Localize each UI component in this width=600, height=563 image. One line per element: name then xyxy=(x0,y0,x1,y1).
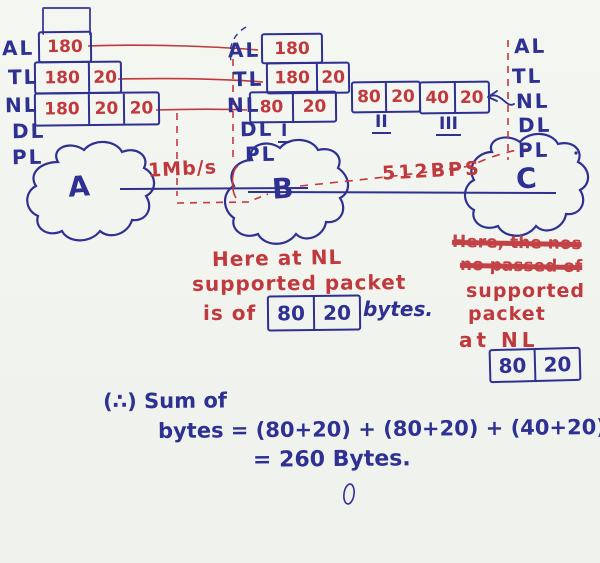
right-layer-al: AL xyxy=(513,33,547,59)
link-b-c-line xyxy=(247,191,557,194)
packet-cell: 80 xyxy=(276,301,306,326)
right-note-line-1: supported xyxy=(466,280,586,302)
packet-cell: 20 xyxy=(87,93,124,125)
packet-cell: 20 xyxy=(122,93,159,124)
packet-cell: 180 xyxy=(44,99,80,120)
packet-cell: 180 xyxy=(274,38,310,59)
left-layer-al: AL xyxy=(1,35,35,61)
packet-cell: 180 xyxy=(44,67,81,88)
stray-ink-loop xyxy=(343,483,355,505)
nl-to-box3-arrow-icon xyxy=(487,90,515,106)
formula-line-3: = 260 Bytes. xyxy=(252,446,411,473)
right-layer-dl: DL xyxy=(517,112,552,138)
stray-ink-dot xyxy=(574,151,578,155)
packet-cell: 80 xyxy=(259,97,284,118)
middle-tl-packet-box: 180 20 xyxy=(265,61,351,95)
right-note-packet-box: 80 20 xyxy=(488,346,582,384)
middle-nl-packet-box-2: 80 20 xyxy=(350,80,422,114)
middle-nl-packet-box-3: 40 20 xyxy=(418,80,491,115)
packet-cell: 20 xyxy=(316,63,349,92)
b-entry-red-bracket xyxy=(231,165,239,199)
right-layer-tl: TL xyxy=(511,63,543,89)
left-layer-pl: PL xyxy=(11,144,44,170)
right-note-struck-line-1: Here, the nos xyxy=(451,231,582,255)
packet-cell: 80 xyxy=(498,353,527,378)
right-layer-pl: PL xyxy=(517,137,550,163)
packet-cell: 20 xyxy=(533,348,580,381)
cloud-b-label: B xyxy=(270,171,295,206)
formula-line-2: bytes = (80+20) + (80+20) + (40+20) xyxy=(157,415,600,443)
middle-layer-tl: TL xyxy=(232,66,264,92)
packet-cell: 80 xyxy=(357,87,381,108)
packet-cell: 20 xyxy=(312,296,360,330)
link-a-b-speed-label: 1Mb/s xyxy=(147,156,218,182)
cloud-c-label: C xyxy=(514,161,538,196)
left-nl-packet-box: 180 20 20 xyxy=(33,91,161,127)
formula-line-1: (∴) Sum of xyxy=(102,388,228,414)
packet-cell: 180 xyxy=(274,67,311,89)
packet-cell: 20 xyxy=(384,82,420,112)
packet-cell: 20 xyxy=(88,62,121,92)
center-note-line-3-suffix: bytes. xyxy=(363,297,433,321)
packet-label-roman-1: I xyxy=(278,121,291,143)
left-al-packet-box: 180 xyxy=(37,30,93,64)
cloud-a-label: A xyxy=(66,169,91,204)
right-note-struck-line-2: no passed of xyxy=(459,254,583,278)
right-note-line-3: at NL xyxy=(459,328,539,352)
middle-nl-packet-box-1: 80 20 xyxy=(248,90,338,124)
cloud-a-outline xyxy=(26,140,156,242)
center-note-packet-box: 80 20 xyxy=(266,294,362,332)
link-b-c-speed-label: 512BPS xyxy=(381,157,483,185)
center-note-line-2: supported packet xyxy=(191,270,407,296)
right-note-line-2: packet xyxy=(468,303,546,325)
packet-label-roman-3: III xyxy=(436,114,461,136)
right-layer-nl: NL xyxy=(515,88,550,114)
packet-cell: 40 xyxy=(425,87,450,108)
left-tl-packet-box: 180 20 xyxy=(33,60,123,95)
middle-layer-al: AL xyxy=(227,37,261,63)
packet-label-roman-2: II xyxy=(372,112,391,134)
middle-al-packet-box: 180 xyxy=(260,32,324,65)
packet-cell: 20 xyxy=(291,92,336,122)
packet-cell: 180 xyxy=(47,36,83,58)
center-note-line-1: Here at NL xyxy=(211,244,343,272)
middle-layer-pl: PL xyxy=(244,141,277,167)
packet-cell: 20 xyxy=(453,82,489,113)
center-note-line-3-prefix: is of xyxy=(203,301,257,325)
al-box-ghost-outline xyxy=(42,7,91,35)
